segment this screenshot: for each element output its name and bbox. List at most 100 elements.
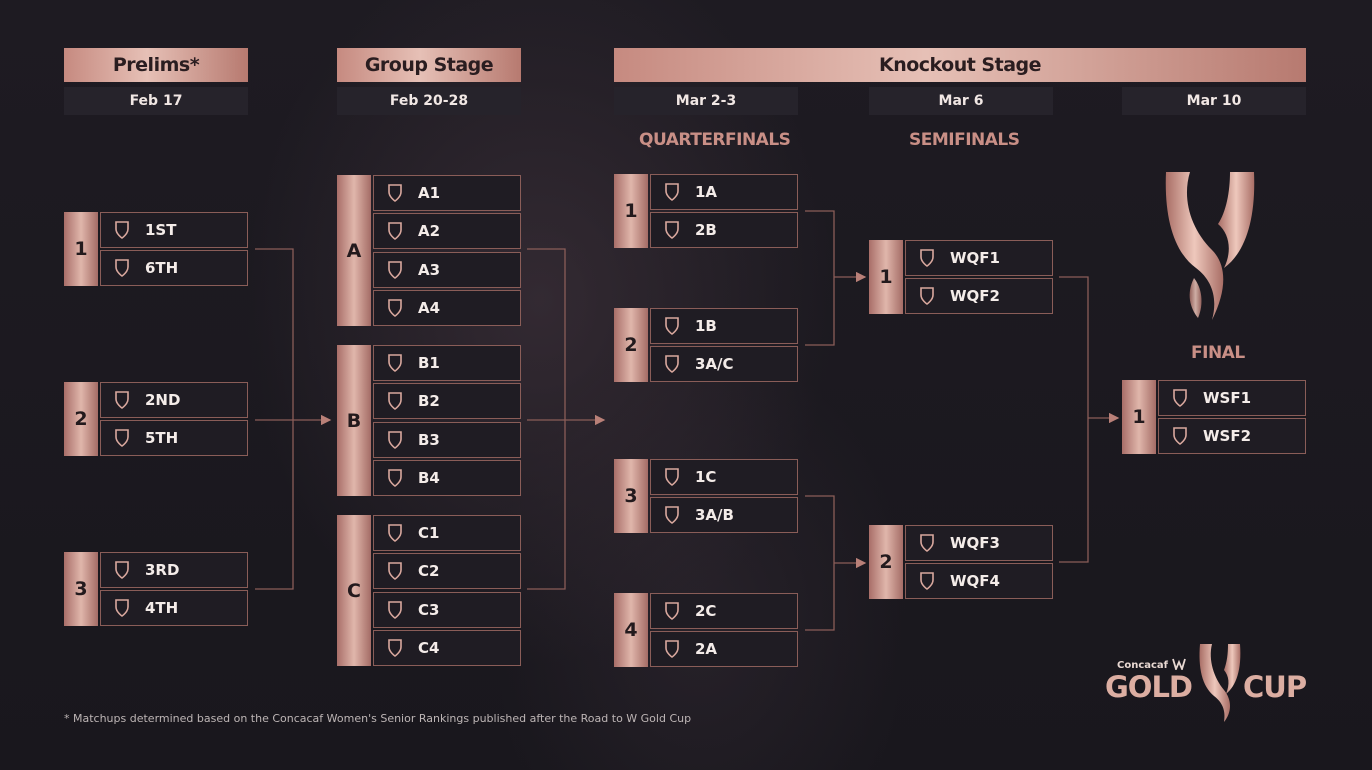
group-letter: C	[337, 515, 371, 666]
team-label: 1A	[695, 183, 718, 201]
team-label: WQF4	[950, 572, 1000, 590]
group-letter: B	[337, 345, 371, 496]
team-slot: WSF1	[1158, 380, 1306, 416]
logo-cup: CUP	[1243, 670, 1307, 704]
team-slot: 3A/C	[650, 346, 798, 382]
team-slot: A3	[373, 252, 521, 288]
team-label: WQF2	[950, 287, 1000, 305]
semifinals-date: Mar 6	[869, 87, 1053, 115]
shield-icon	[665, 221, 679, 239]
footnote: * Matchups determined based on the Conca…	[64, 712, 692, 725]
match-number: 4	[614, 593, 648, 667]
shield-icon	[388, 392, 402, 410]
team-label: 3RD	[145, 561, 180, 579]
team-slot: 3RD	[100, 552, 248, 588]
team-slot: 2ND	[100, 382, 248, 418]
team-label: A4	[418, 299, 441, 317]
team-label: 2C	[695, 602, 717, 620]
team-slot: WSF2	[1158, 418, 1306, 454]
team-label: 1ST	[145, 221, 177, 239]
gold-cup-logo: Concacaf GOLD CUP	[1100, 640, 1315, 725]
shield-icon	[115, 429, 129, 447]
prelim-number: 1	[64, 212, 98, 286]
quarterfinals-date: Mar 2-3	[614, 87, 798, 115]
shield-icon	[388, 431, 402, 449]
shield-icon	[920, 572, 934, 590]
shield-icon	[388, 524, 402, 542]
prelim-number: 2	[64, 382, 98, 456]
shield-icon	[388, 222, 402, 240]
team-slot: A1	[373, 175, 521, 211]
prelim-number: 3	[64, 552, 98, 626]
team-label: B3	[418, 431, 440, 449]
team-label: B1	[418, 354, 440, 372]
team-label: WQF1	[950, 249, 1000, 267]
shield-icon	[115, 221, 129, 239]
team-slot: B2	[373, 383, 521, 419]
shield-icon	[665, 468, 679, 486]
shield-icon	[388, 469, 402, 487]
group-stage-date: Feb 20-28	[337, 87, 521, 115]
team-slot: 2A	[650, 631, 798, 667]
team-label: 6TH	[145, 259, 179, 277]
final-label: FINAL	[1191, 343, 1245, 363]
shield-icon	[665, 355, 679, 373]
team-label: B4	[418, 469, 440, 487]
team-slot: A4	[373, 290, 521, 326]
group-stage-header: Group Stage	[337, 48, 521, 82]
team-slot: B1	[373, 345, 521, 381]
knockout-stage-header: Knockout Stage	[614, 48, 1306, 82]
team-slot: WQF3	[905, 525, 1053, 561]
team-label: 2B	[695, 221, 717, 239]
team-label: 5TH	[145, 429, 179, 447]
logo-brand: Concacaf	[1117, 660, 1169, 671]
shield-icon	[665, 602, 679, 620]
semifinals-label: SEMIFINALS	[909, 130, 1020, 150]
team-slot: 3A/B	[650, 497, 798, 533]
shield-icon	[388, 562, 402, 580]
shield-icon	[920, 249, 934, 267]
team-slot: C2	[373, 553, 521, 589]
match-number: 1	[869, 240, 903, 314]
team-slot: C3	[373, 592, 521, 628]
w-icon	[1172, 658, 1186, 670]
shield-icon	[115, 599, 129, 617]
shield-icon	[920, 534, 934, 552]
shield-icon	[388, 639, 402, 657]
team-slot: WQF2	[905, 278, 1053, 314]
shield-icon	[665, 506, 679, 524]
match-number: 2	[869, 525, 903, 599]
team-slot: WQF1	[905, 240, 1053, 276]
team-label: C3	[418, 601, 440, 619]
group-letter: A	[337, 175, 371, 326]
shield-icon	[665, 183, 679, 201]
shield-icon	[665, 640, 679, 658]
logo-gold: GOLD	[1105, 670, 1193, 704]
match-number: 1	[1122, 380, 1156, 454]
team-label: 1B	[695, 317, 717, 335]
shield-icon	[388, 601, 402, 619]
team-label: A2	[418, 222, 441, 240]
team-label: 3A/B	[695, 506, 734, 524]
shield-icon	[388, 299, 402, 317]
shield-icon	[388, 261, 402, 279]
shield-icon	[115, 259, 129, 277]
trophy-icon	[1165, 172, 1255, 320]
shield-icon	[115, 391, 129, 409]
final-date: Mar 10	[1122, 87, 1306, 115]
match-number: 2	[614, 308, 648, 382]
team-slot: 1ST	[100, 212, 248, 248]
shield-icon	[1173, 389, 1187, 407]
team-slot: 1A	[650, 174, 798, 210]
shield-icon	[920, 287, 934, 305]
team-slot: 2B	[650, 212, 798, 248]
shield-icon	[115, 561, 129, 579]
team-label: 1C	[695, 468, 717, 486]
team-slot: 1C	[650, 459, 798, 495]
shield-icon	[665, 317, 679, 335]
team-label: 2A	[695, 640, 718, 658]
match-number: 1	[614, 174, 648, 248]
logo-cup-icon	[1199, 644, 1241, 722]
team-slot: 2C	[650, 593, 798, 629]
